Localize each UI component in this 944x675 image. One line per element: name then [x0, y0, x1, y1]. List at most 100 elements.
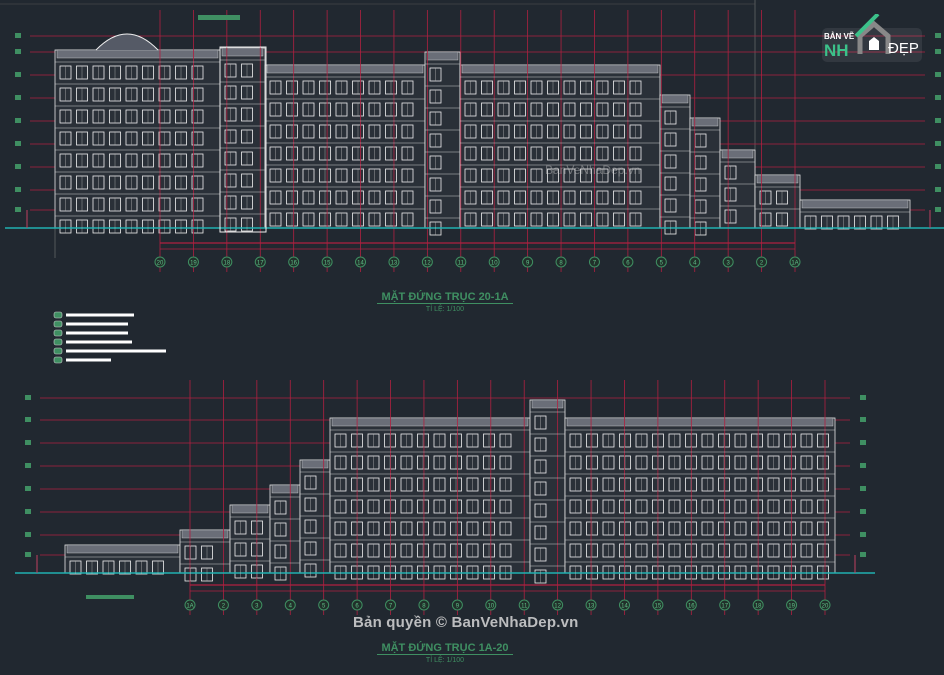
axis-label: 3 — [726, 261, 730, 267]
building-block — [459, 64, 661, 229]
copyright-watermark: Bản quyền © BanVeNhaDep.vn — [353, 614, 579, 631]
level-marker-icon — [935, 207, 941, 212]
axis-label: 16 — [290, 261, 297, 267]
axis-bubble — [622, 256, 634, 268]
level-marker-icon — [935, 95, 941, 100]
axis-label: 10 — [491, 261, 498, 267]
axis-label: 13 — [588, 604, 595, 610]
axis-label: 9 — [526, 261, 530, 267]
axis-label: 6 — [355, 604, 359, 610]
level-marker-icon — [935, 164, 941, 169]
logo-line-3: ĐẸP — [888, 40, 919, 57]
axis-label: 7 — [389, 604, 393, 610]
roof-band — [801, 199, 909, 209]
axis-bubble — [251, 599, 263, 611]
axis-bubble — [722, 256, 734, 268]
axis-bubble — [318, 599, 330, 611]
building-block — [329, 417, 531, 574]
axis-bubble — [685, 599, 697, 611]
legend-line — [66, 340, 132, 344]
roof-band — [531, 399, 564, 409]
level-tag — [198, 15, 240, 20]
house-logo-icon — [822, 14, 922, 62]
axis-label: 20 — [157, 261, 164, 267]
level-marker-icon — [15, 164, 21, 169]
axis-bubble — [555, 256, 567, 268]
axis-bubble — [217, 599, 229, 611]
axis-label: 19 — [788, 604, 795, 610]
building-block — [659, 94, 691, 229]
level-marker-icon — [25, 440, 31, 445]
level-marker-icon — [860, 532, 866, 537]
axis-label: 3 — [255, 604, 259, 610]
legend-swatch — [53, 347, 63, 355]
axis-bubble — [488, 256, 500, 268]
level-marker-icon — [25, 509, 31, 514]
level-marker-icon — [15, 72, 21, 77]
legend-line — [66, 322, 128, 326]
elevation-1-title-block: MẶT ĐỨNG TRỤC 20-1A TỈ LỆ: 1/100 — [360, 291, 530, 313]
level-marker-icon — [15, 95, 21, 100]
level-marker-icon — [25, 532, 31, 537]
axis-label: 18 — [755, 604, 762, 610]
axis-label: 9 — [456, 604, 460, 610]
roof-band — [691, 117, 719, 127]
level-marker-icon — [25, 552, 31, 557]
axis-label: 14 — [621, 604, 628, 610]
axis-bubble — [585, 599, 597, 611]
axis-bubble — [455, 256, 467, 268]
selection-box — [219, 46, 267, 233]
level-marker-icon — [935, 72, 941, 77]
level-marker-icon — [25, 417, 31, 422]
building-block — [719, 149, 756, 229]
roof-band — [756, 174, 799, 184]
level-marker-icon — [935, 141, 941, 146]
level-marker-icon — [15, 49, 21, 54]
axis-label: 2 — [222, 604, 226, 610]
roof-band — [266, 64, 424, 74]
axis-label: 10 — [487, 604, 494, 610]
axis-bubble — [552, 599, 564, 611]
axis-label: 4 — [693, 261, 697, 267]
axis-label: 12 — [554, 604, 561, 610]
axis-label: 19 — [190, 261, 197, 267]
axis-bubble — [187, 256, 199, 268]
axis-bubble — [752, 599, 764, 611]
axis-label: 2 — [760, 261, 764, 267]
axis-bubble — [288, 256, 300, 268]
axis-label: 13 — [391, 261, 398, 267]
axis-bubble — [618, 599, 630, 611]
level-marker-icon — [15, 33, 21, 38]
legend-swatch — [53, 338, 63, 346]
axis-label: 5 — [660, 261, 664, 267]
legend-line — [66, 349, 166, 353]
building-block — [564, 417, 836, 574]
axis-bubble — [786, 599, 798, 611]
axis-label: 1A — [186, 604, 193, 610]
legend-swatch — [53, 320, 63, 328]
axis-label: 5 — [322, 604, 326, 610]
watermark-center: BanVeNhaDep.vn — [545, 163, 641, 177]
legend-swatch — [53, 356, 63, 364]
roof-band — [301, 459, 329, 469]
axis-bubble — [388, 256, 400, 268]
level-marker-icon — [935, 49, 941, 54]
roof-band — [56, 49, 219, 59]
elevation-2-scale: TỈ LỆ: 1/100 — [425, 657, 465, 664]
building-block — [299, 459, 331, 574]
axis-label: 11 — [521, 604, 528, 610]
level-marker-icon — [935, 187, 941, 192]
roof-band — [566, 417, 834, 427]
axis-label: 1A — [791, 261, 798, 267]
axis-bubble — [321, 256, 333, 268]
level-marker-icon — [15, 141, 21, 146]
axis-bubble — [385, 599, 397, 611]
axis-label: 11 — [458, 261, 465, 267]
axis-label: 16 — [688, 604, 695, 610]
building-block — [264, 64, 426, 229]
logo-line-1: BẢN VẼ — [824, 32, 855, 41]
level-marker-icon — [15, 187, 21, 192]
axis-bubble — [518, 599, 530, 611]
